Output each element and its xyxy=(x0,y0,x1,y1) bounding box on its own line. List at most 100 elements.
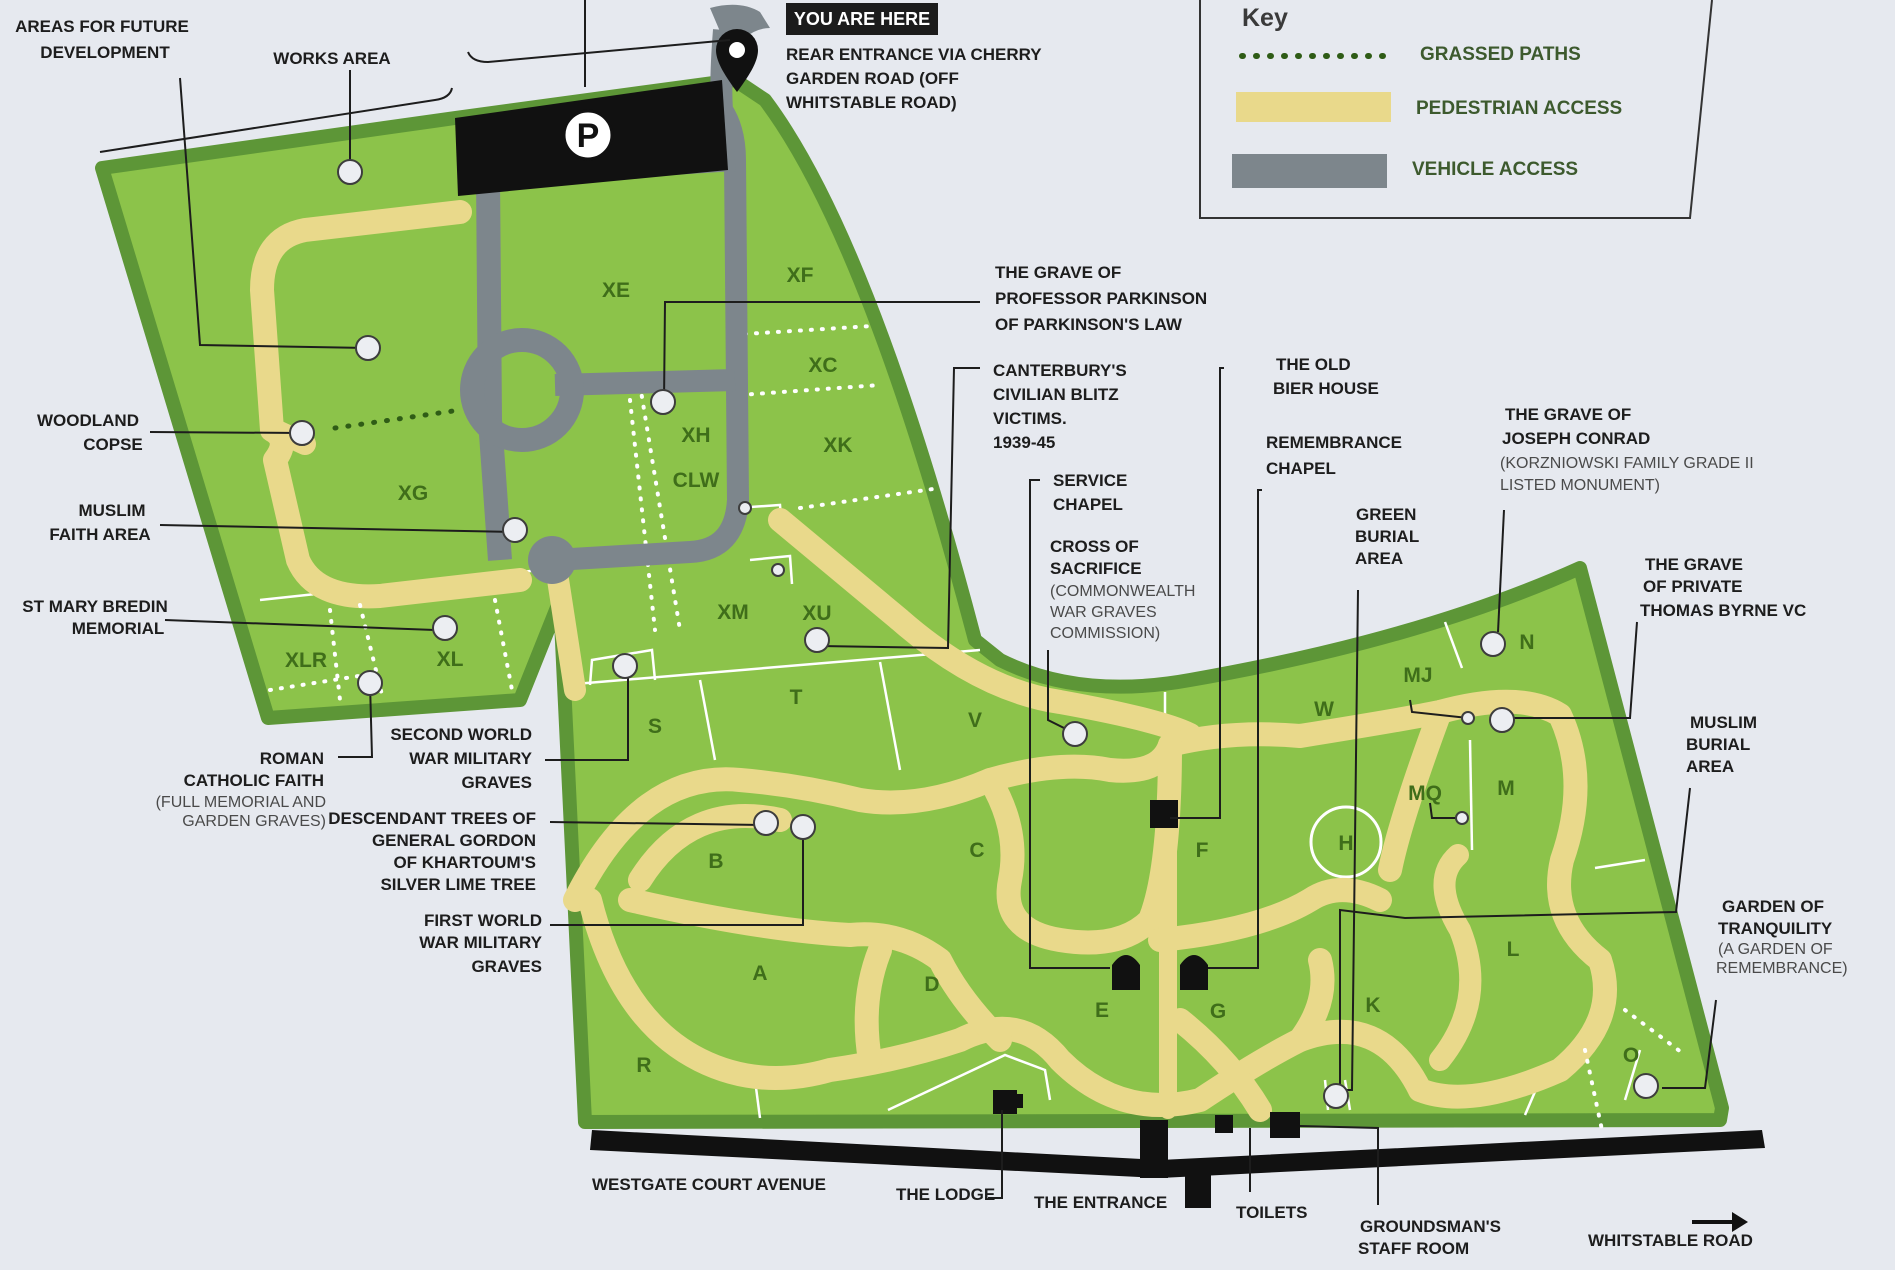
cross-of-sacrifice-marker[interactable] xyxy=(1062,721,1088,747)
section-label: G xyxy=(1210,1000,1226,1023)
svg-text:THE GRAVE: THE GRAVE xyxy=(1645,555,1743,574)
points-of-interest xyxy=(289,159,1659,1109)
muslim-faith-marker[interactable] xyxy=(502,517,528,543)
annotation-labels: REAR ENTRANCE VIA CHERRY GARDEN ROAD (OF… xyxy=(15,17,1847,1258)
gordon-trees-marker-1[interactable] xyxy=(753,810,779,836)
section-label: MJ xyxy=(1403,664,1432,687)
section-label: O xyxy=(1623,1044,1639,1067)
svg-text:CHAPEL: CHAPEL xyxy=(1053,495,1123,514)
garden-of-tranquility-marker[interactable] xyxy=(1633,1073,1659,1099)
clw-marker[interactable] xyxy=(738,501,752,515)
section-label: B xyxy=(708,850,723,873)
gordon-trees-marker-2[interactable] xyxy=(790,814,816,840)
section-label: XK xyxy=(823,434,852,457)
svg-text:WAR MILITARY: WAR MILITARY xyxy=(409,749,532,768)
svg-text:SACRIFICE: SACRIFICE xyxy=(1050,559,1142,578)
svg-text:CATHOLIC FAITH: CATHOLIC FAITH xyxy=(184,771,324,790)
svg-text:(COMMONWEALTH: (COMMONWEALTH xyxy=(1050,583,1195,600)
svg-text:OF PARKINSON'S LAW: OF PARKINSON'S LAW xyxy=(995,315,1183,334)
section-label: N xyxy=(1519,631,1534,654)
svg-text:ST MARY BREDIN: ST MARY BREDIN xyxy=(22,597,167,616)
ww2-graves-label: SECOND WORLD WAR MILITARY GRAVES xyxy=(390,725,532,792)
svg-text:REMEMBRANCE: REMEMBRANCE xyxy=(1266,433,1402,452)
section-label: XU xyxy=(802,602,831,625)
car-park[interactable]: P xyxy=(455,80,728,196)
svg-text:AREA: AREA xyxy=(1355,549,1403,568)
section-label: C xyxy=(969,839,984,862)
development-boundary-lines xyxy=(99,0,731,153)
svg-text:MEMORIAL: MEMORIAL xyxy=(72,619,165,638)
leader-lines xyxy=(149,70,1717,1205)
map-key: Key GRASSED PATHS PEDESTRIAN ACCESS VEHI… xyxy=(1199,0,1713,219)
lodge-label: THE LODGE xyxy=(896,1185,995,1204)
section-label: XG xyxy=(398,482,428,505)
pedestrian-swatch xyxy=(1236,92,1391,122)
mq-marker[interactable] xyxy=(1455,811,1469,825)
svg-text:GRAVES: GRAVES xyxy=(471,957,542,976)
svg-text:BIER HOUSE: BIER HOUSE xyxy=(1273,379,1379,398)
future-development-marker[interactable] xyxy=(355,335,381,361)
grassed-paths xyxy=(268,324,1687,1132)
svg-text:COMMISSION): COMMISSION) xyxy=(1050,625,1160,642)
st-mary-bredin-marker[interactable] xyxy=(432,615,458,641)
section-label: A xyxy=(752,962,767,985)
works-area-marker[interactable] xyxy=(337,159,363,185)
svg-text:BURIAL: BURIAL xyxy=(1355,527,1419,546)
remembrance-chapel-label: REMEMBRANCE CHAPEL xyxy=(1266,433,1402,478)
section-label: D xyxy=(924,973,939,996)
svg-text:AREAS FOR FUTURE: AREAS FOR FUTURE xyxy=(15,17,189,36)
future-development-label: AREAS FOR FUTURE DEVELOPMENT xyxy=(15,17,189,62)
green-burial-label: GREEN BURIAL AREA xyxy=(1355,505,1419,568)
remembrance-chapel-building xyxy=(1180,955,1208,990)
section-label: XL xyxy=(437,648,464,671)
vehicle-swatch xyxy=(1232,154,1387,188)
conrad-grave-marker[interactable] xyxy=(1480,631,1506,657)
you-are-here-marker: YOU ARE HERE xyxy=(716,3,938,92)
byrne-grave-marker[interactable] xyxy=(1489,707,1515,733)
cross-of-sacrifice-label: CROSS OF SACRIFICE (COMMONWEALTH WAR GRA… xyxy=(1050,537,1195,642)
svg-text:GARDEN OF: GARDEN OF xyxy=(1722,897,1824,916)
ww2-graves-marker[interactable] xyxy=(612,653,638,679)
parkinson-grave-label: THE GRAVE OF PROFESSOR PARKINSON OF PARK… xyxy=(995,263,1207,334)
toilets-building xyxy=(1215,1115,1233,1133)
svg-text:GARDEN ROAD (OFF: GARDEN ROAD (OFF xyxy=(786,69,959,88)
parkinson-grave-marker[interactable] xyxy=(650,389,676,415)
green-burial-circle xyxy=(1309,805,1383,879)
roman-catholic-marker[interactable] xyxy=(357,670,383,696)
arrow-right-icon xyxy=(1732,1212,1748,1232)
key-pedestrian-label: PEDESTRIAN ACCESS xyxy=(1416,98,1622,119)
blitz-victims-marker[interactable] xyxy=(804,627,830,653)
muslim-faith-label: MUSLIM FAITH AREA xyxy=(49,501,150,544)
toilets-label: TOILETS xyxy=(1236,1203,1307,1222)
svg-text:CIVILIAN BLITZ: CIVILIAN BLITZ xyxy=(993,385,1119,404)
svg-text:GREEN: GREEN xyxy=(1356,505,1416,524)
section-label: CLW xyxy=(673,469,720,492)
groundsman-label: GROUNDSMAN'S STAFF ROOM xyxy=(1358,1217,1501,1258)
xu-marker[interactable] xyxy=(771,563,785,577)
blitz-victims-label: CANTERBURY'S CIVILIAN BLITZ VICTIMS. 193… xyxy=(993,361,1127,452)
garden-of-tranquility-label: GARDEN OF TRANQUILITY (A GARDEN OF REMEM… xyxy=(1716,897,1848,977)
whitstable-road-label: WHITSTABLE ROAD xyxy=(1588,1231,1753,1250)
section-label: XM xyxy=(717,601,749,624)
muslim-burial-marker[interactable] xyxy=(1323,1083,1349,1109)
section-label: XE xyxy=(602,279,630,302)
bier-house-label: THE OLD BIER HOUSE xyxy=(1273,355,1379,398)
svg-text:1939-45: 1939-45 xyxy=(993,433,1055,452)
section-label: H xyxy=(1338,832,1353,855)
groundsman-building xyxy=(1270,1112,1300,1138)
svg-text:(FULL MEMORIAL AND: (FULL MEMORIAL AND xyxy=(156,794,326,811)
lodge-building xyxy=(993,1090,1017,1114)
mj-marker[interactable] xyxy=(1461,711,1475,725)
svg-text:GROUNDSMAN'S: GROUNDSMAN'S xyxy=(1360,1217,1501,1236)
svg-text:LISTED MONUMENT): LISTED MONUMENT) xyxy=(1500,477,1660,494)
woodland-copse-marker[interactable] xyxy=(289,420,315,446)
section-label: XF xyxy=(787,264,814,287)
svg-text:FAITH AREA: FAITH AREA xyxy=(49,525,150,544)
ww1-graves-label: FIRST WORLD WAR MILITARY GRAVES xyxy=(419,911,542,976)
svg-text:CANTERBURY'S: CANTERBURY'S xyxy=(993,361,1127,380)
svg-text:GARDEN GRAVES): GARDEN GRAVES) xyxy=(182,813,326,830)
svg-text:CROSS OF: CROSS OF xyxy=(1050,537,1139,556)
svg-text:REAR ENTRANCE VIA CHERRY: REAR ENTRANCE VIA CHERRY xyxy=(786,45,1042,64)
